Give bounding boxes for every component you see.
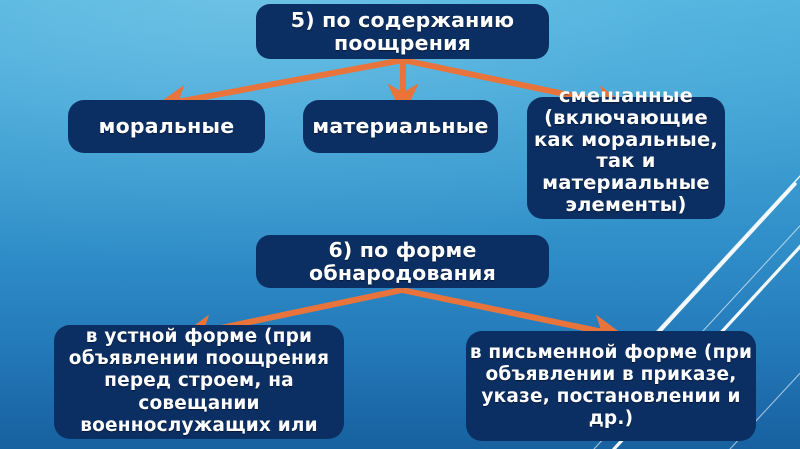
- node-oral-form[interactable]: в устной форме (при объявлении поощрения…: [54, 325, 344, 439]
- node-moral[interactable]: моральные: [68, 100, 265, 153]
- node-label: 6) по форме обнародования: [309, 238, 496, 285]
- node-label: моральные: [98, 114, 235, 139]
- node-by-content-of-reward[interactable]: 5) по содержанию поощрения: [256, 4, 549, 59]
- arrow-top-to-moral: [154, 57, 404, 116]
- node-label: 5) по содержанию поощрения: [290, 8, 515, 55]
- node-label: материальные: [312, 114, 489, 139]
- node-written-form[interactable]: в письменной форме (при объявлении в при…: [466, 331, 756, 441]
- node-material[interactable]: материальные: [303, 100, 498, 153]
- node-mixed[interactable]: смешанные (включающие как моральные, так…: [527, 85, 725, 219]
- arrow-form-to-written: [401, 287, 626, 346]
- node-by-form-of-announcement[interactable]: 6) по форме обнародования: [256, 235, 549, 288]
- node-label: смешанные (включающие как моральные, так…: [533, 84, 719, 217]
- node-label: в письменной форме (при объявлении в при…: [469, 342, 753, 429]
- node-label: в устной форме (при объявлении поощрения…: [68, 326, 330, 436]
